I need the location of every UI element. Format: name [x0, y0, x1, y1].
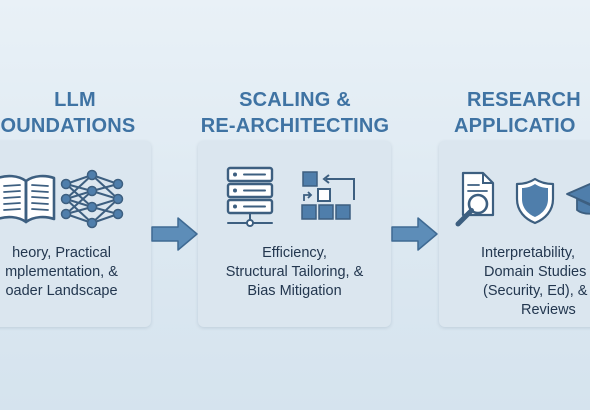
stage-3-desc-line-1: Interpretability,	[481, 245, 576, 261]
stage-2-desc-line-2: Structural Tailoring, &	[225, 264, 364, 280]
right-arrow-icon	[391, 217, 438, 251]
stage-1-title-line-2: OUNDATIONS	[0, 115, 136, 137]
stage-2-card: Efficiency, Structural Tailoring, & Bias…	[198, 141, 391, 327]
stage-1-title-line-1: LLM	[54, 89, 96, 111]
stage-2-desc-line-3: Bias Mitigation	[247, 283, 342, 299]
stage-3-title-line-2: APPLICATIO	[454, 115, 576, 137]
stage-3-card: Interpretability, Domain Studies (Securi…	[439, 141, 590, 327]
server-stack-icon	[226, 166, 274, 227]
stage-1-card: heory, Practical mplementation, & oader …	[0, 141, 151, 327]
graduation-cap-icon	[566, 183, 590, 215]
stage-3-desc-line-3: (Security, Ed), &	[483, 283, 588, 299]
stage-2-desc-line-1: Efficiency,	[262, 245, 327, 261]
stage-1-desc-line-2: mplementation, &	[5, 264, 118, 280]
stage-1-desc-line-3: oader Landscape	[5, 283, 118, 299]
stage-2-title-line-1: SCALING &	[239, 89, 351, 111]
document-search-icon	[455, 171, 495, 227]
stage-1-desc-line-1: heory, Practical	[12, 245, 111, 261]
stage-3-description: Interpretability, Domain Studies (Securi…	[469, 244, 590, 320]
right-arrow-icon	[151, 217, 198, 251]
neural-network-icon	[60, 169, 124, 229]
stage-3-title: RESEARCH APPLICATIO	[450, 87, 590, 139]
stage-3-title-line-1: RESEARCH	[467, 89, 581, 111]
stage-3-desc-line-4: Reviews	[521, 302, 576, 318]
stage-1-title: LLM OUNDATIONS	[0, 87, 160, 139]
block-restructure-icon	[301, 171, 355, 220]
shield-icon	[515, 177, 555, 225]
stage-3-desc-line-2: Domain Studies	[484, 264, 587, 280]
stage-2-title: SCALING & RE-ARCHITECTING	[200, 87, 390, 139]
stage-1-description: heory, Practical mplementation, & oader …	[0, 244, 151, 301]
open-book-icon	[0, 174, 56, 224]
stage-2-title-line-2: RE-ARCHITECTING	[200, 115, 390, 137]
stage-2-description: Efficiency, Structural Tailoring, & Bias…	[198, 244, 391, 301]
